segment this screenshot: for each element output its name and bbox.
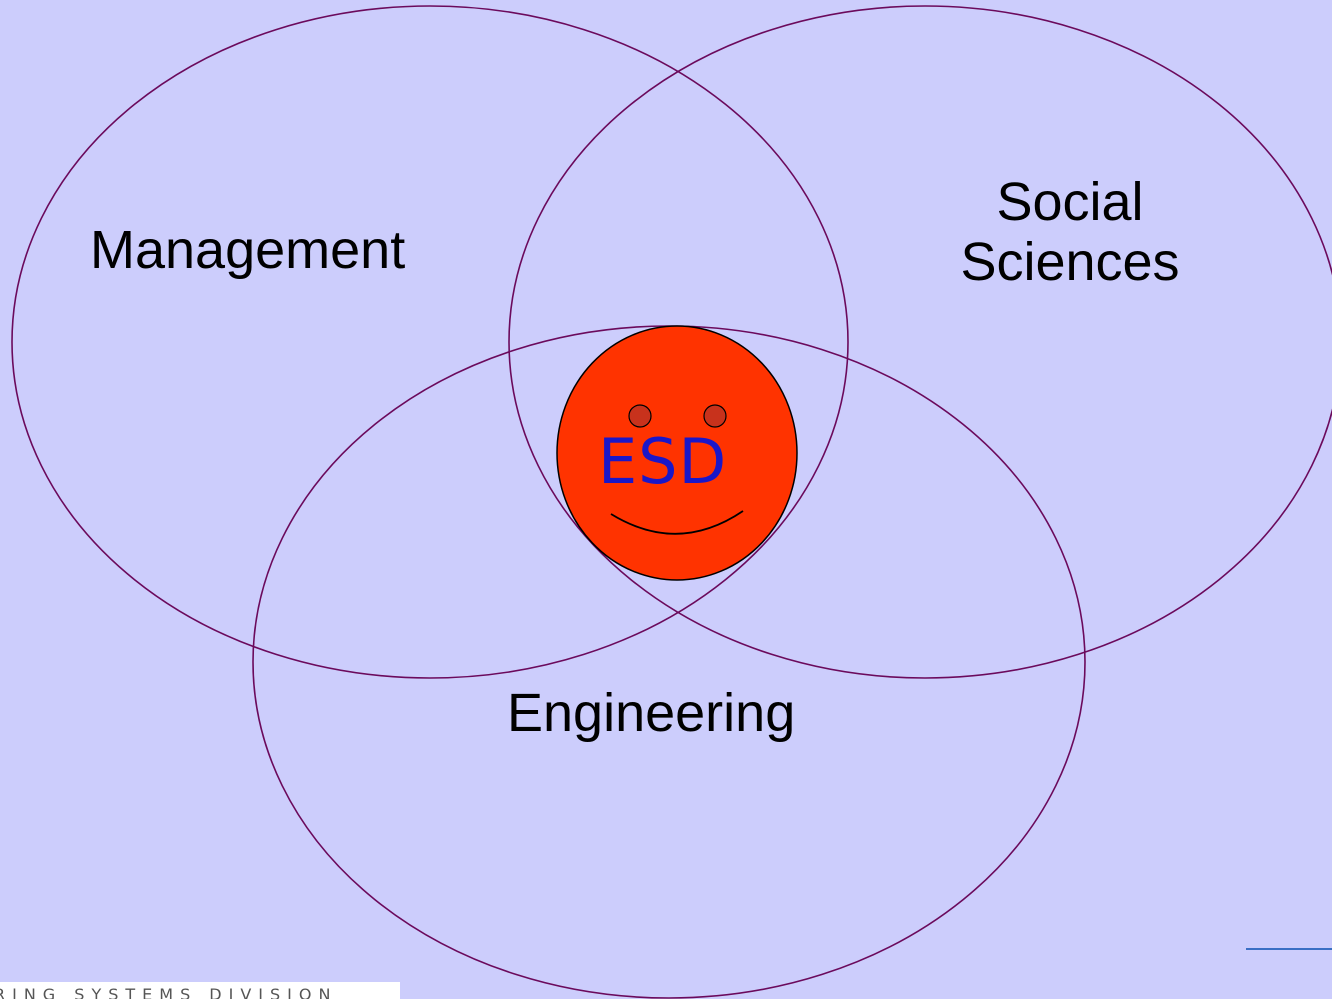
engineering-label: Engineering [507,683,796,743]
left-eye [628,404,652,428]
management-label: Management [90,220,406,280]
footer-rule [1246,948,1332,950]
social-sciences-circle [508,5,1332,679]
footer-logo: RING SYSTEMS DIVISION [0,982,400,999]
right-eye [703,404,727,428]
esd-label: ESD [598,425,728,498]
social-label-line-1: Social [996,172,1144,232]
social-sciences-label: Social Sciences [940,172,1200,293]
footer-logo-text: RING SYSTEMS DIVISION [0,985,338,999]
smile-mouth [610,510,744,535]
management-circle [11,5,849,679]
esd-smiley-face [556,325,798,581]
social-label-line-2: Sciences [960,232,1180,293]
